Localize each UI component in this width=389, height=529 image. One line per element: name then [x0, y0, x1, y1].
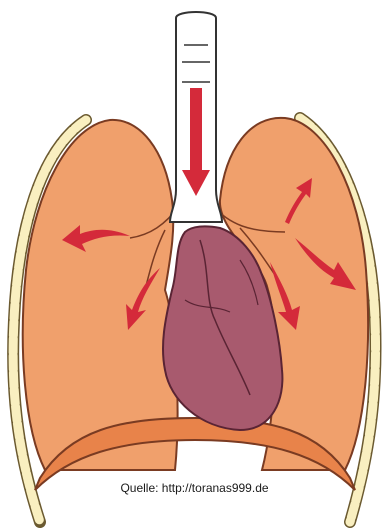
- source-caption: Quelle: http://toranas999.de: [0, 481, 389, 495]
